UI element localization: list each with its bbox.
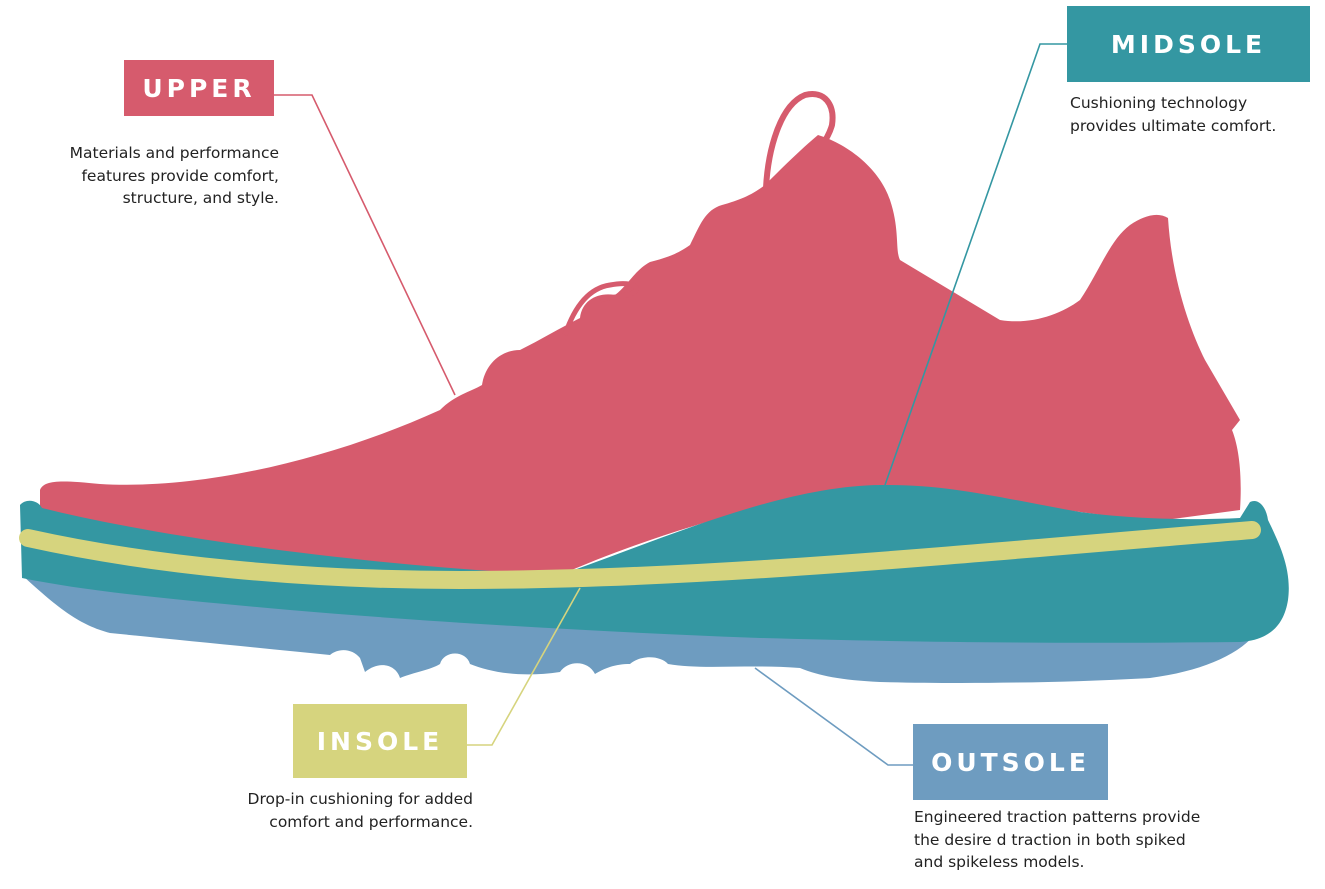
midsole-leader-line (884, 43, 1068, 486)
upper-shape (40, 135, 1241, 575)
outsole-description-line: Engineered traction patterns provide (914, 808, 1201, 826)
lace-loop-top (763, 91, 836, 189)
upper-leader-line (272, 94, 456, 396)
insole-leader-line (467, 587, 581, 746)
outsole-description-line: and spikeless models. (914, 853, 1085, 871)
upper-label: UPPER (124, 60, 274, 116)
insole-shape (19, 521, 1261, 590)
insole-description-line: Drop-in cushioning for added (247, 790, 473, 808)
midsole-shape (20, 484, 1289, 643)
upper-description: Materials and performance features provi… (70, 142, 279, 210)
upper-description-line: Materials and performance (69, 144, 279, 162)
outsole-label: OUTSOLE (913, 724, 1108, 800)
midsole-description-line: provides ultimate comfort. (1070, 116, 1277, 135)
outsole-description: Engineered traction patterns provide the… (914, 806, 1200, 874)
midsole-description-line: Cushioning technology (1070, 94, 1248, 112)
lace-loop-lower (562, 281, 639, 336)
outsole-leader-line (754, 667, 915, 766)
insole-label: INSOLE (293, 704, 467, 778)
insole-description: Drop-in cushioning for added comfort and… (248, 788, 473, 833)
midsole-description: Cushioning technology provides ultimate … (1070, 92, 1276, 137)
upper-description-line: features provide comfort, (81, 166, 279, 185)
upper-description-line: structure, and style. (122, 189, 279, 207)
outsole-description-line: the desire d traction in both spiked (914, 830, 1186, 849)
midsole-label: MIDSOLE (1067, 6, 1310, 82)
insole-description-line: comfort and performance. (269, 812, 473, 831)
